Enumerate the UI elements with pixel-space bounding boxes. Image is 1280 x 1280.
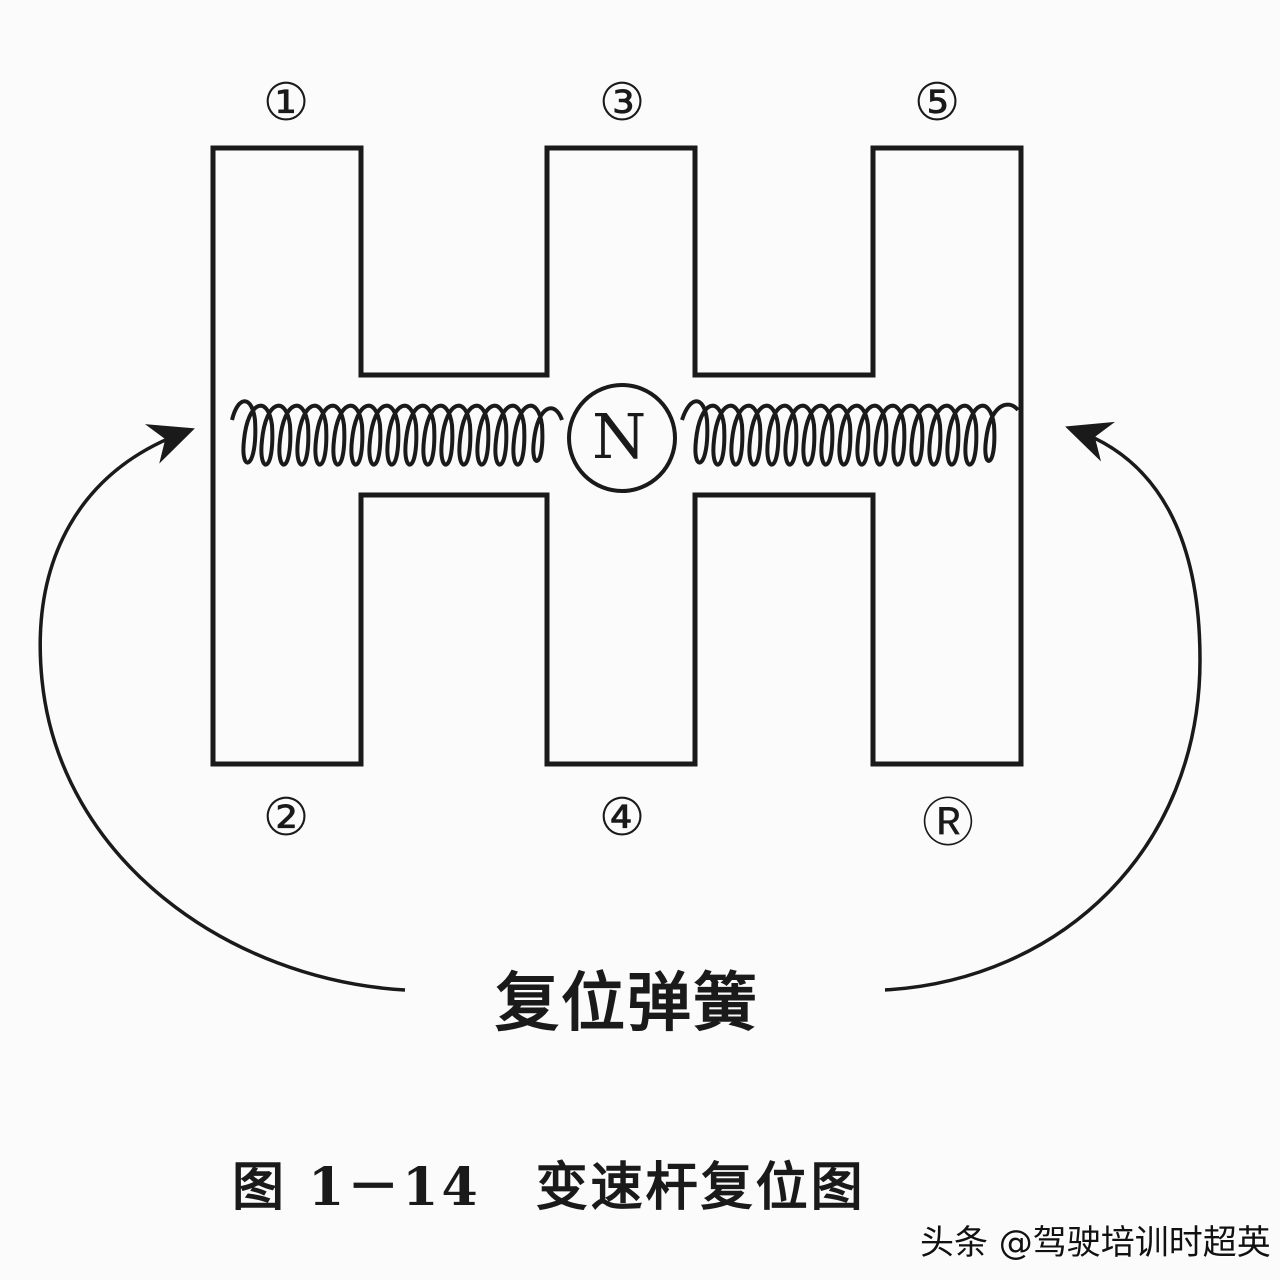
gear-2-label: ② xyxy=(262,788,310,848)
spring-label: 复位弹簧 xyxy=(495,966,759,1041)
neutral-circle xyxy=(567,383,677,493)
shift-gate-outline xyxy=(210,145,1024,767)
gear-5-label: ⑤ xyxy=(913,73,961,133)
gear-reverse-label: Ⓡ xyxy=(921,793,974,854)
return-spring-right xyxy=(680,399,1020,467)
right-return-arrow-icon xyxy=(884,421,1202,992)
watermark: 头条 @驾驶培训时超英 xyxy=(920,1223,1271,1263)
gear-1-label: ① xyxy=(262,73,310,133)
figure-caption: 图 1－14 变速杆复位图 xyxy=(232,1157,866,1218)
left-return-arrow-icon xyxy=(38,424,406,992)
return-spring-left xyxy=(230,399,564,467)
neutral-label: N xyxy=(592,400,647,473)
gear-3-label: ③ xyxy=(598,73,646,133)
gear-4-label: ④ xyxy=(598,788,646,848)
